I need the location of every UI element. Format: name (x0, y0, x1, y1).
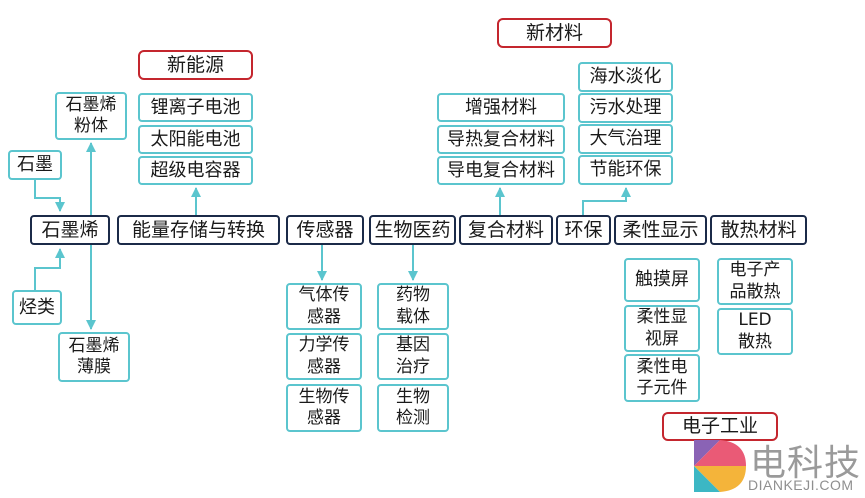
node-energy-storage: 能量存储与转换 (117, 215, 280, 245)
node-graphene-film: 石墨烯 薄膜 (58, 332, 130, 382)
category-new-energy: 新能源 (138, 50, 253, 80)
node-touchscreen: 触摸屏 (624, 258, 700, 302)
node-led-cooling: LED 散热 (717, 308, 793, 355)
node-solar-cell: 太阳能电池 (138, 125, 253, 154)
node-environmental: 环保 (556, 215, 611, 245)
node-sensors: 传感器 (286, 215, 364, 245)
node-thermal-composite: 导热复合材料 (437, 125, 565, 154)
node-flexible-screen: 柔性显 视屏 (624, 305, 700, 352)
diankeji-logo-icon (694, 440, 746, 492)
node-drug-carrier: 药物 载体 (377, 283, 449, 330)
node-heat-dissipation: 散热材料 (710, 215, 807, 245)
node-gene-therapy: 基因 治疗 (377, 333, 449, 380)
node-air-treatment: 大气治理 (578, 124, 673, 154)
node-electronics-cooling: 电子产 品散热 (717, 258, 793, 305)
node-bio-sensor: 生物传 感器 (286, 384, 362, 432)
node-reinforced-material: 增强材料 (437, 93, 565, 122)
node-sewage-treatment: 污水处理 (578, 93, 673, 123)
watermark-brand-name: 电科技 (750, 443, 862, 484)
node-energy-saving: 节能环保 (578, 155, 673, 185)
node-bio-detection: 生物 检测 (377, 384, 449, 432)
node-graphene-powder: 石墨烯 粉体 (55, 92, 127, 140)
node-li-ion-battery: 锂离子电池 (138, 93, 253, 122)
connector-hydrocarbons-to-graphene (34, 248, 65, 290)
node-mechanical-sensor: 力学传 感器 (286, 333, 362, 380)
node-graphene: 石墨烯 (30, 215, 110, 245)
node-biomedicine: 生物医药 (369, 215, 456, 245)
node-flexible-components: 柔性电 子元件 (624, 354, 700, 402)
node-hydrocarbons: 烃类 (12, 290, 62, 325)
node-supercapacitor: 超级电容器 (138, 156, 253, 185)
node-flexible-display: 柔性显示 (614, 215, 707, 245)
node-gas-sensor: 气体传 感器 (286, 283, 362, 330)
node-desalination: 海水淡化 (578, 62, 673, 92)
node-composites: 复合材料 (459, 215, 553, 245)
connector-graphite-to-graphene (34, 180, 65, 212)
connector-environmental-to-apps (582, 187, 631, 215)
node-graphite: 石墨 (8, 150, 62, 180)
category-new-materials: 新材料 (497, 18, 612, 48)
node-conductive-composite: 导电复合材料 (437, 156, 565, 185)
watermark-brand-url: DIANKEJI.COM (748, 477, 854, 493)
